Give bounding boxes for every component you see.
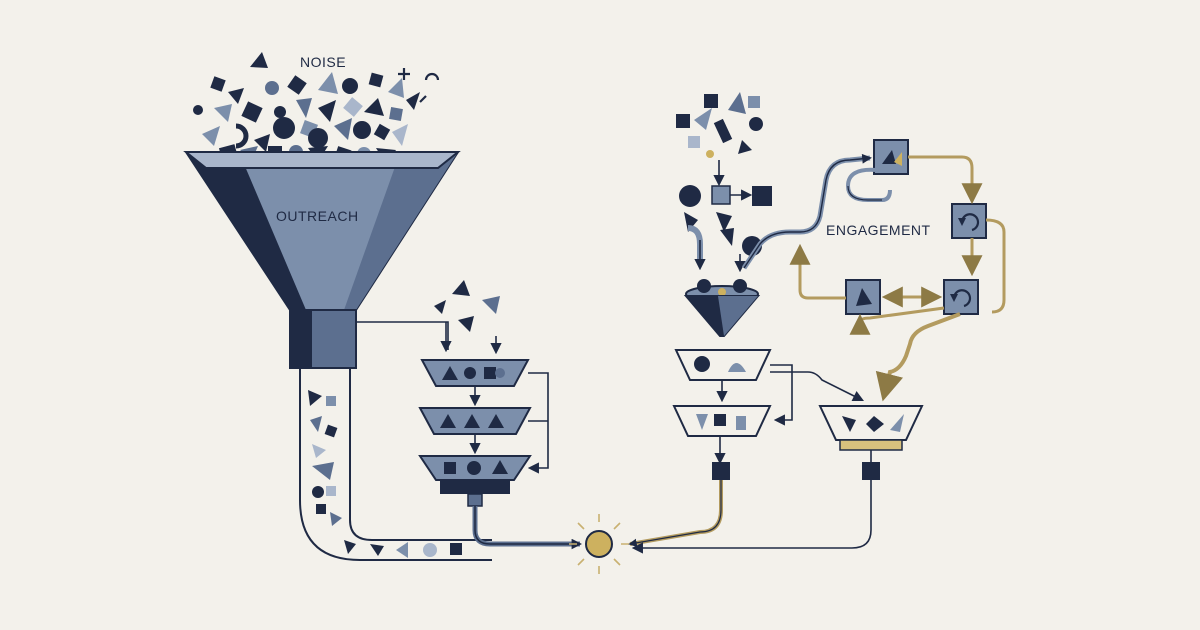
refresh-icon [960, 213, 980, 232]
filter-stage-right [631, 405, 924, 554]
left-pipe-outline [299, 368, 492, 561]
outreach-label: OUTREACH [276, 208, 359, 224]
loop-node-icon [943, 279, 979, 315]
funnel-icon [183, 151, 461, 369]
noise-label: NOISE [300, 54, 346, 70]
pipe-particles [308, 390, 462, 558]
filter-stack-center [628, 92, 865, 548]
filter-stack-left [356, 280, 583, 550]
convergence-point-icon [569, 514, 629, 574]
engagement-label: ENGAGEMENT [826, 222, 931, 238]
loop-node-icon [951, 203, 987, 239]
engagement-loop [741, 139, 1006, 402]
refresh-icon [952, 289, 972, 308]
left-pipe-inner [349, 368, 492, 541]
